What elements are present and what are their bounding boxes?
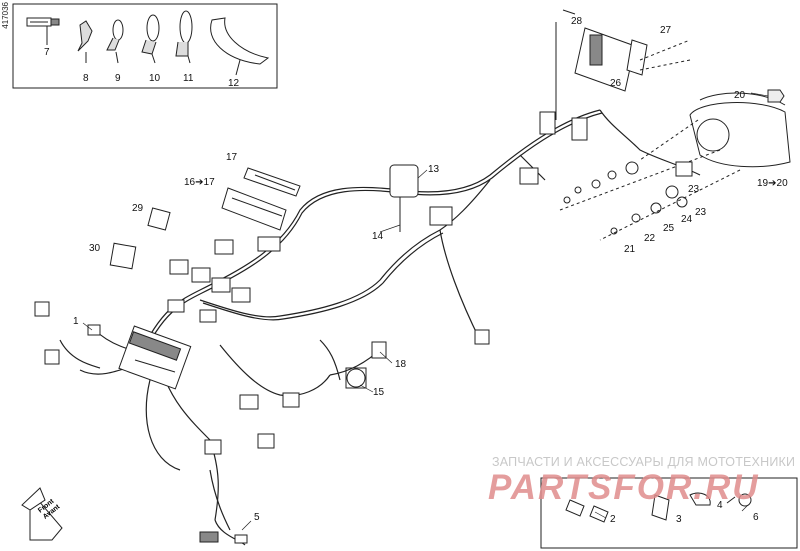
callout-21: 21: [624, 244, 636, 255]
cable-tie-8: [77, 20, 93, 63]
callout-14: 14: [372, 231, 384, 242]
watermark-logo: PARTSFOR.RU: [488, 468, 760, 507]
cable-tie-11: [175, 10, 193, 64]
callout-12: 12: [228, 78, 240, 89]
callout-10: 10: [149, 73, 161, 84]
callout-3: 3: [676, 514, 682, 525]
callout-17: 17: [226, 152, 238, 163]
callout-23b: 23: [695, 207, 707, 218]
dielectric-grease-tube: [26, 17, 60, 45]
clips-inset-box: [540, 477, 798, 549]
relay-bracket-17: [243, 167, 301, 197]
callout-6: 6: [753, 512, 759, 523]
sensor-13: [389, 164, 419, 232]
callout-2: 2: [610, 514, 616, 525]
callout-28: 28: [571, 16, 583, 27]
clip-6: [726, 493, 752, 507]
accessories-inset-box: [12, 3, 278, 89]
control-module-26: [574, 27, 636, 92]
callout-27: 27: [660, 25, 672, 36]
relay-block-16: [221, 187, 287, 231]
callout-15: 15: [373, 387, 385, 398]
callout-11: 11: [183, 73, 194, 84]
callout-20: 20: [734, 90, 746, 101]
callout-18: 18: [395, 359, 407, 370]
callout-13: 13: [428, 164, 440, 175]
connector-15: [345, 367, 367, 389]
clip-4: [689, 492, 711, 506]
callout-23a: 23: [688, 184, 700, 195]
callout-7: 7: [44, 47, 50, 58]
callout-4: 4: [717, 500, 723, 511]
callout-29: 29: [132, 203, 144, 214]
left-connectors: [34, 161, 693, 455]
callout-16-17: 16➔17: [184, 177, 215, 188]
callout-9: 9: [115, 73, 121, 84]
fuse-box-module: [118, 325, 192, 390]
connector-pair-top: [539, 111, 588, 141]
relay-connectors-cluster: [167, 236, 281, 323]
callout-5: 5: [254, 512, 260, 523]
bulb-20: [767, 89, 785, 103]
callout-22: 22: [644, 233, 656, 244]
callout-24: 24: [681, 214, 693, 225]
leader-dashes: [559, 39, 741, 241]
bracket-27: [626, 39, 648, 76]
callout-1: 1: [73, 316, 79, 327]
watermark-tagline: ЗАПЧАСТИ И АКСЕССУАРЫ ДЛЯ МОТОТЕХНИКИ: [492, 455, 796, 469]
cable-tie-12: [210, 17, 270, 76]
callout-19-20: 19➔20: [757, 178, 788, 189]
instrument-gauge-19: [689, 92, 791, 168]
clip-3: [651, 494, 670, 521]
connector-29: [147, 207, 171, 231]
callout-25: 25: [663, 223, 675, 234]
callout-30: 30: [89, 243, 101, 254]
hardware-washers: [563, 161, 688, 235]
cable-tie-10: [141, 14, 160, 64]
figure-code: 417036: [1, 2, 10, 29]
front-direction-arrow: [21, 487, 63, 541]
callout-leaders: [82, 92, 769, 531]
fuse-5: [199, 531, 248, 544]
callout-8: 8: [83, 73, 89, 84]
cable-tie-9: [106, 19, 124, 64]
switch-30: [109, 242, 137, 270]
callout-26: 26: [610, 78, 622, 89]
